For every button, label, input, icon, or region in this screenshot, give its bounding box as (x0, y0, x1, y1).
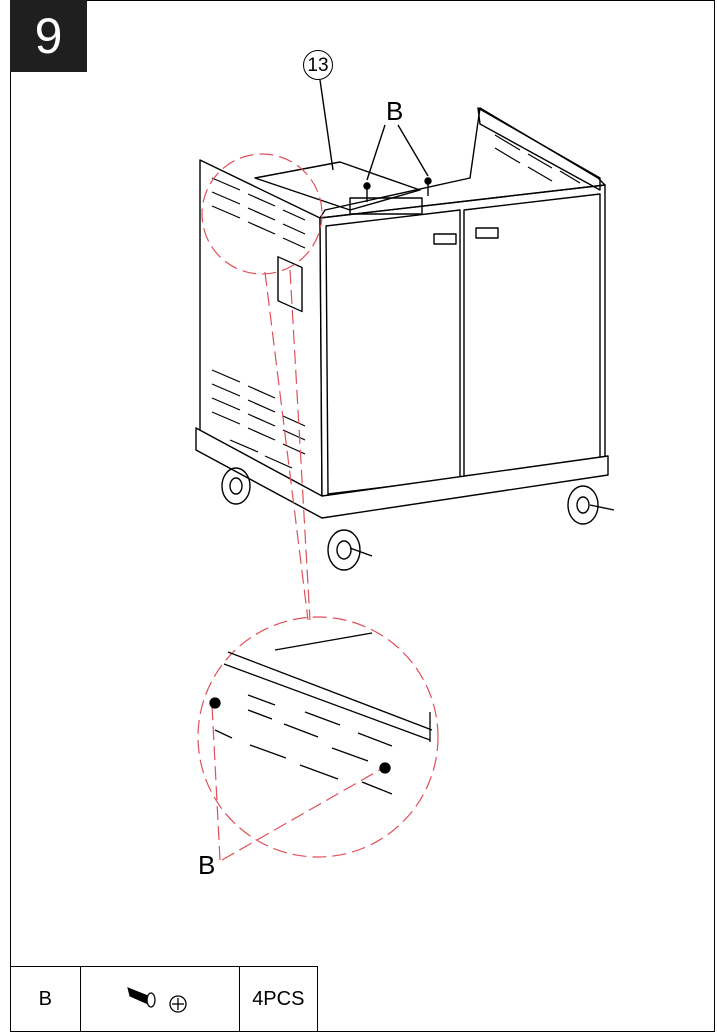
left-door-handle (433, 233, 457, 245)
caster-front-right (327, 529, 373, 571)
screw-callout-detail: B (198, 850, 216, 880)
left-upper-vents (211, 177, 306, 249)
left-panel-window (277, 256, 303, 313)
page-frame (10, 0, 715, 1032)
step-number: 9 (10, 0, 87, 72)
table-row: B 4PCS (10, 966, 319, 1032)
part-letter: B (10, 966, 81, 1032)
assembly-drawing (195, 79, 615, 861)
top-rim (319, 107, 606, 219)
bracket (349, 197, 423, 215)
left-lower-vents (211, 369, 306, 469)
back-panel (477, 107, 601, 191)
detail-circle-small (201, 153, 323, 275)
caster-front-left (221, 467, 251, 505)
base-frame (195, 427, 609, 519)
part-13-callout: 13 (303, 50, 333, 80)
page-top-border (10, 0, 715, 1)
front-frame (319, 184, 606, 501)
shelf-13 (254, 161, 421, 211)
back-panel-vents (494, 134, 581, 184)
caster-rear-right (567, 485, 615, 525)
detail-vents (214, 694, 393, 795)
screw-callout-top: B (386, 96, 404, 126)
part-quantity: 4PCS (238, 966, 319, 1032)
detail-circle-large (197, 616, 439, 858)
right-door-handle (475, 227, 499, 239)
screw-icon (126, 987, 187, 1013)
parts-table: B 4PCS (10, 966, 319, 1032)
